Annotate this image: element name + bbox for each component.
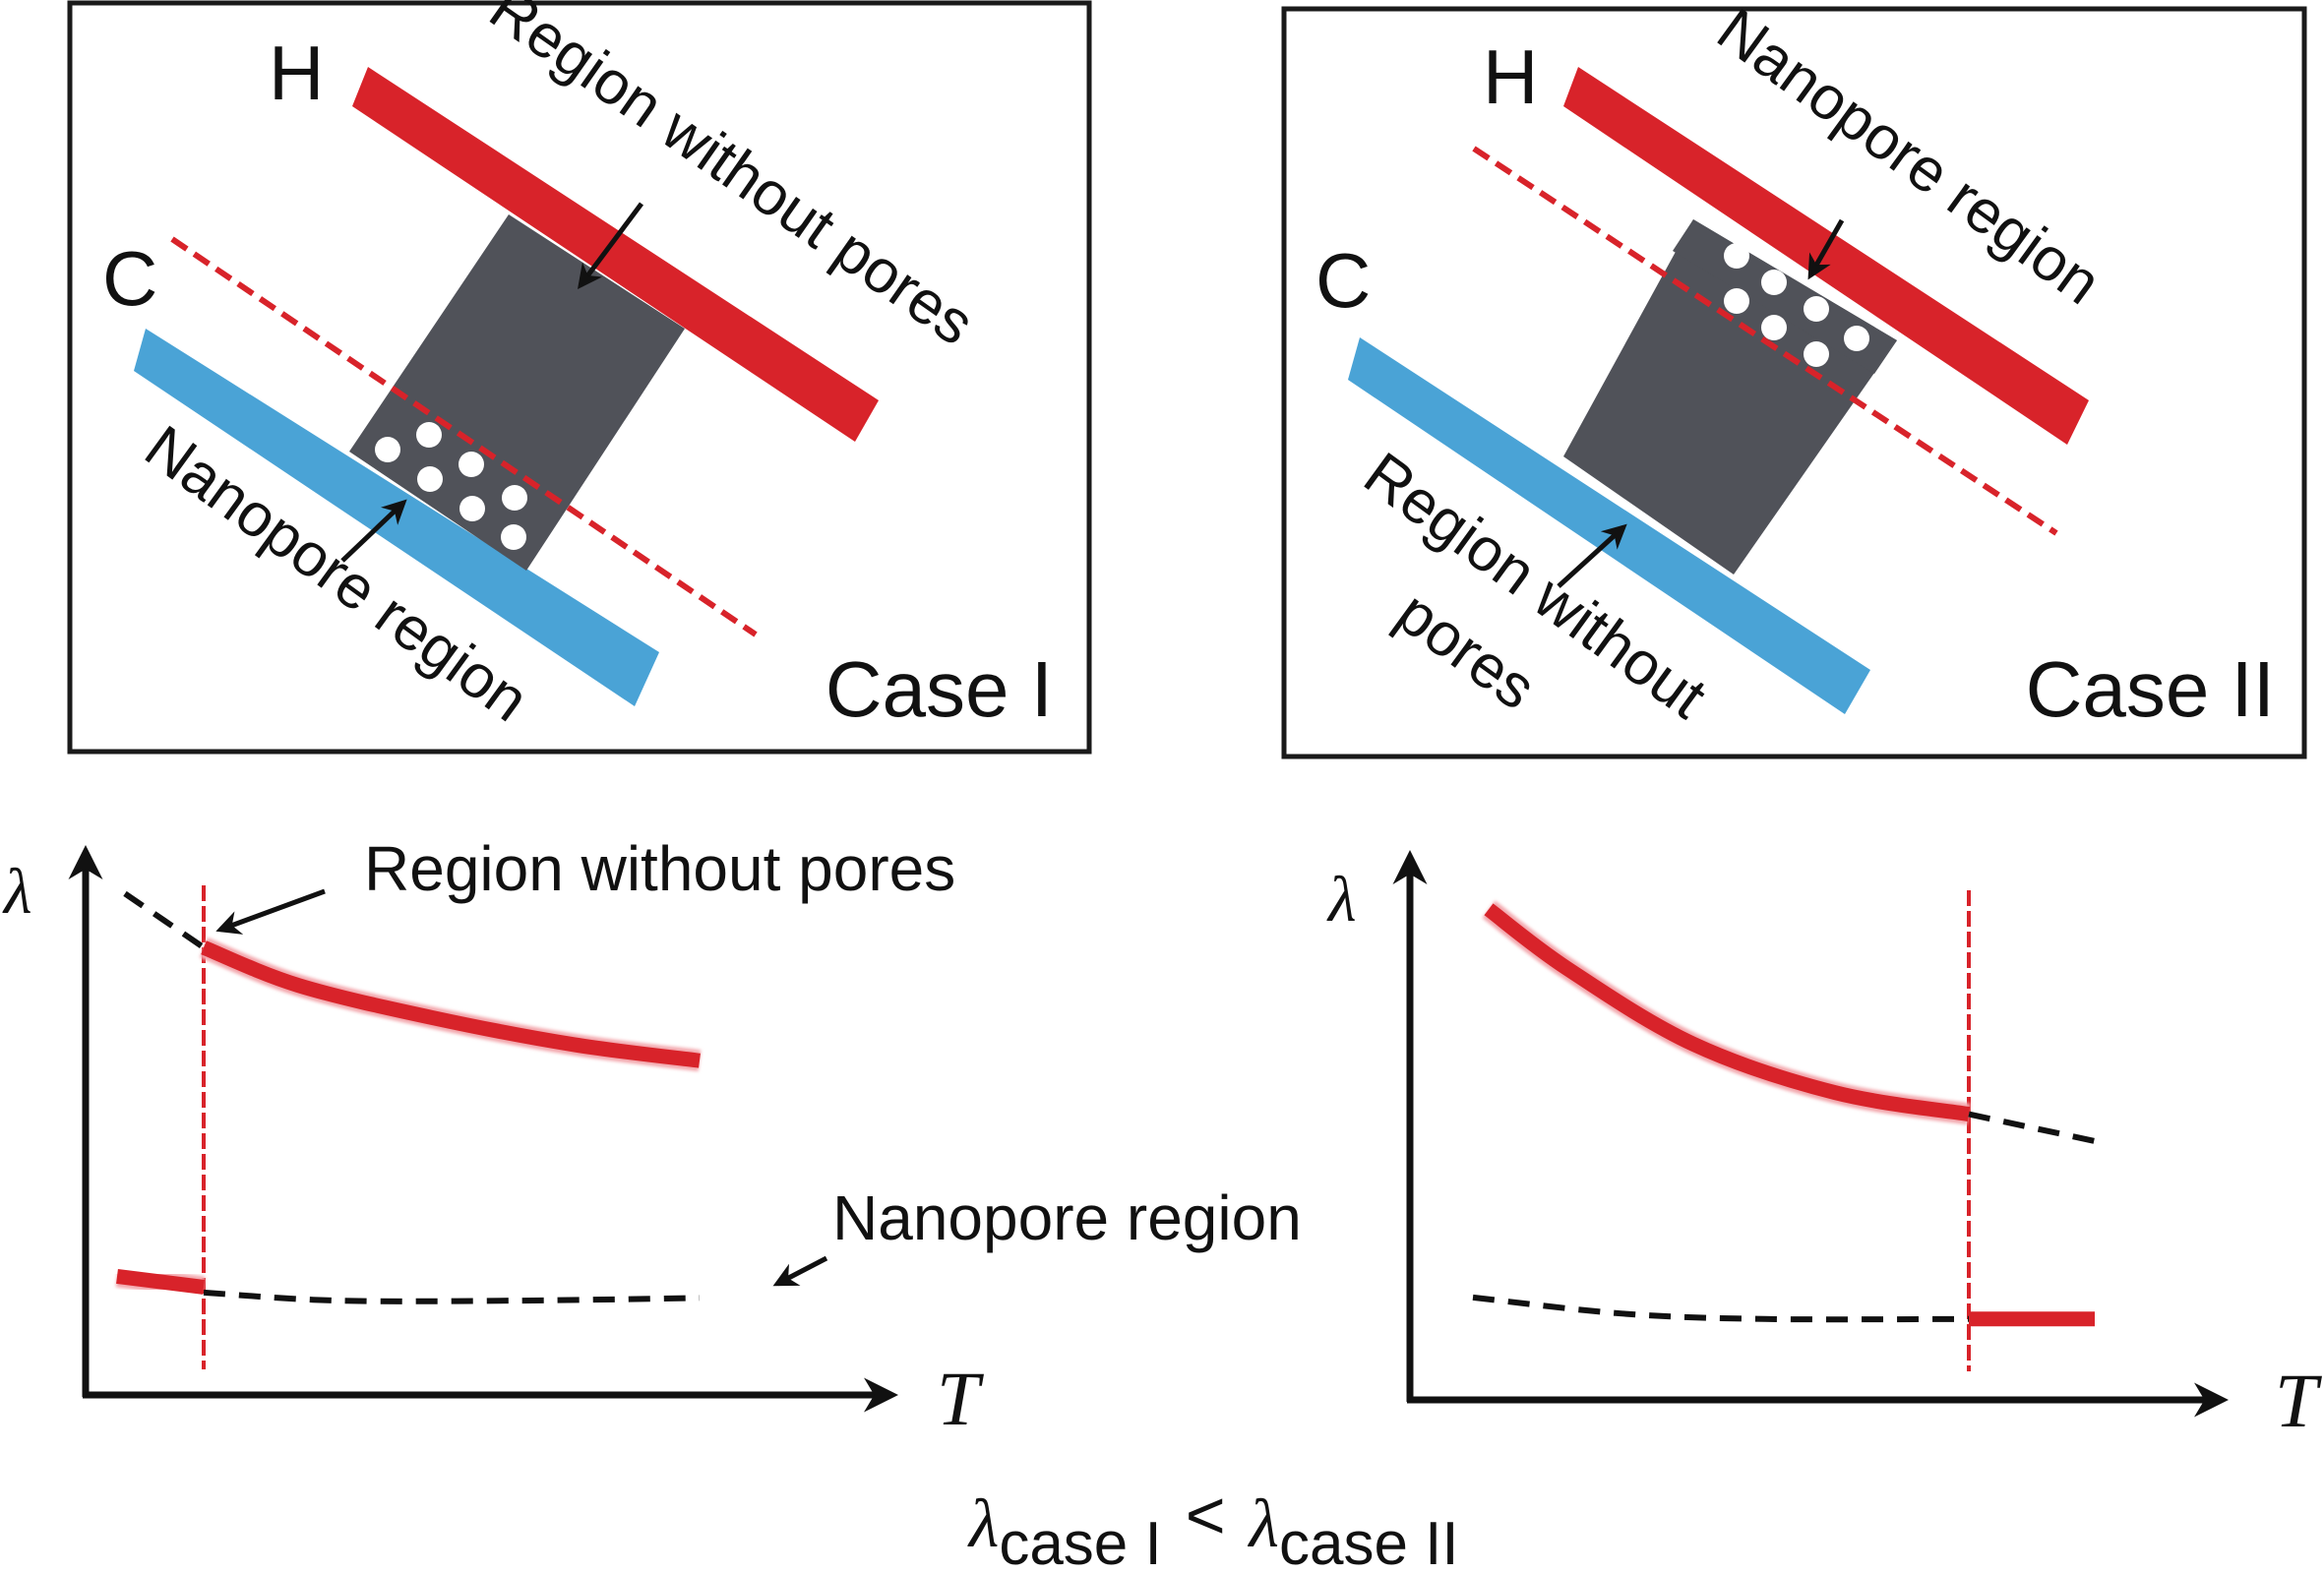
x-axis-label: T	[937, 1356, 984, 1441]
interface-dashed-line	[1472, 146, 2058, 536]
case-label: Case I	[826, 645, 1053, 733]
subscript-case-1: case I	[999, 1510, 1161, 1574]
hot-label: H	[269, 30, 324, 116]
pore	[502, 485, 527, 511]
series-layer	[115, 885, 702, 1369]
lambda-symbol: λ	[967, 1486, 999, 1562]
series-glow-region-without-pores-active	[199, 937, 702, 1072]
pore	[1804, 296, 1829, 322]
case-label: Case II	[2026, 645, 2275, 733]
pore	[1844, 326, 1869, 351]
series-glow-region-without-pores-active	[1482, 900, 1971, 1125]
lower-region-arrow	[340, 499, 407, 563]
panel-case-1: H C Case I Region without pores Nanopore…	[67, 0, 1092, 755]
plot-case-1: λ T Region without pores Nanopore region	[2, 833, 1302, 1441]
annotation-upper: Region without pores	[364, 833, 955, 904]
y-axis-label: λ	[1326, 864, 1357, 936]
interface-dashed-line	[170, 236, 758, 637]
pore	[1724, 243, 1749, 269]
upper-region-arrow	[1807, 218, 1845, 280]
pore-group	[375, 422, 527, 550]
series-nanopore-region-active	[116, 1268, 205, 1295]
series-nanopore-region-dashed-extrapolated	[203, 1289, 701, 1304]
series-region-without-pores-dashed-extrapolated	[123, 890, 206, 950]
series-layer	[1472, 890, 2096, 1371]
series-nanopore-region-dashed-extrapolated	[1472, 1294, 1970, 1323]
lower-region-arrow	[1557, 523, 1627, 588]
pore	[375, 437, 400, 462]
pore	[1761, 270, 1787, 295]
pore	[1724, 288, 1749, 314]
pore	[1804, 341, 1829, 367]
panel-case-2: H C Case II Nanopore region Region witho…	[1281, 0, 2307, 759]
upper-region-arrow	[578, 202, 644, 290]
subscript-case-2: case II	[1279, 1510, 1459, 1574]
pore	[416, 422, 442, 448]
equation: λcase I<λcase II	[967, 1477, 1459, 1574]
x-axis-label: T	[2275, 1358, 2322, 1443]
cold-label: C	[102, 235, 157, 322]
pore-group	[1724, 243, 1869, 367]
annotation-upper-arrow	[215, 888, 326, 935]
series-region-without-pores-active	[201, 940, 701, 1068]
hot-label: H	[1483, 33, 1538, 120]
less-than-symbol: <	[1186, 1477, 1226, 1553]
pore	[501, 524, 526, 550]
lambda-symbol: λ	[1248, 1486, 1279, 1562]
annotation-lower: Nanopore region	[832, 1182, 1302, 1253]
series-region-without-pores-active	[1484, 903, 1971, 1121]
cold-label: C	[1315, 237, 1371, 324]
series-region-without-pores-dashed-extrapolated	[1968, 1111, 2096, 1144]
pore	[417, 466, 443, 492]
pore	[459, 452, 484, 477]
plot-case-2: λ T	[1326, 850, 2322, 1443]
hot-plate	[352, 67, 879, 442]
pore	[1761, 315, 1787, 340]
annotation-lower-arrow	[772, 1255, 828, 1287]
equation-text: λcase I<λcase II	[967, 1477, 1459, 1574]
pore	[459, 496, 485, 521]
y-axis-label: λ	[2, 856, 32, 928]
